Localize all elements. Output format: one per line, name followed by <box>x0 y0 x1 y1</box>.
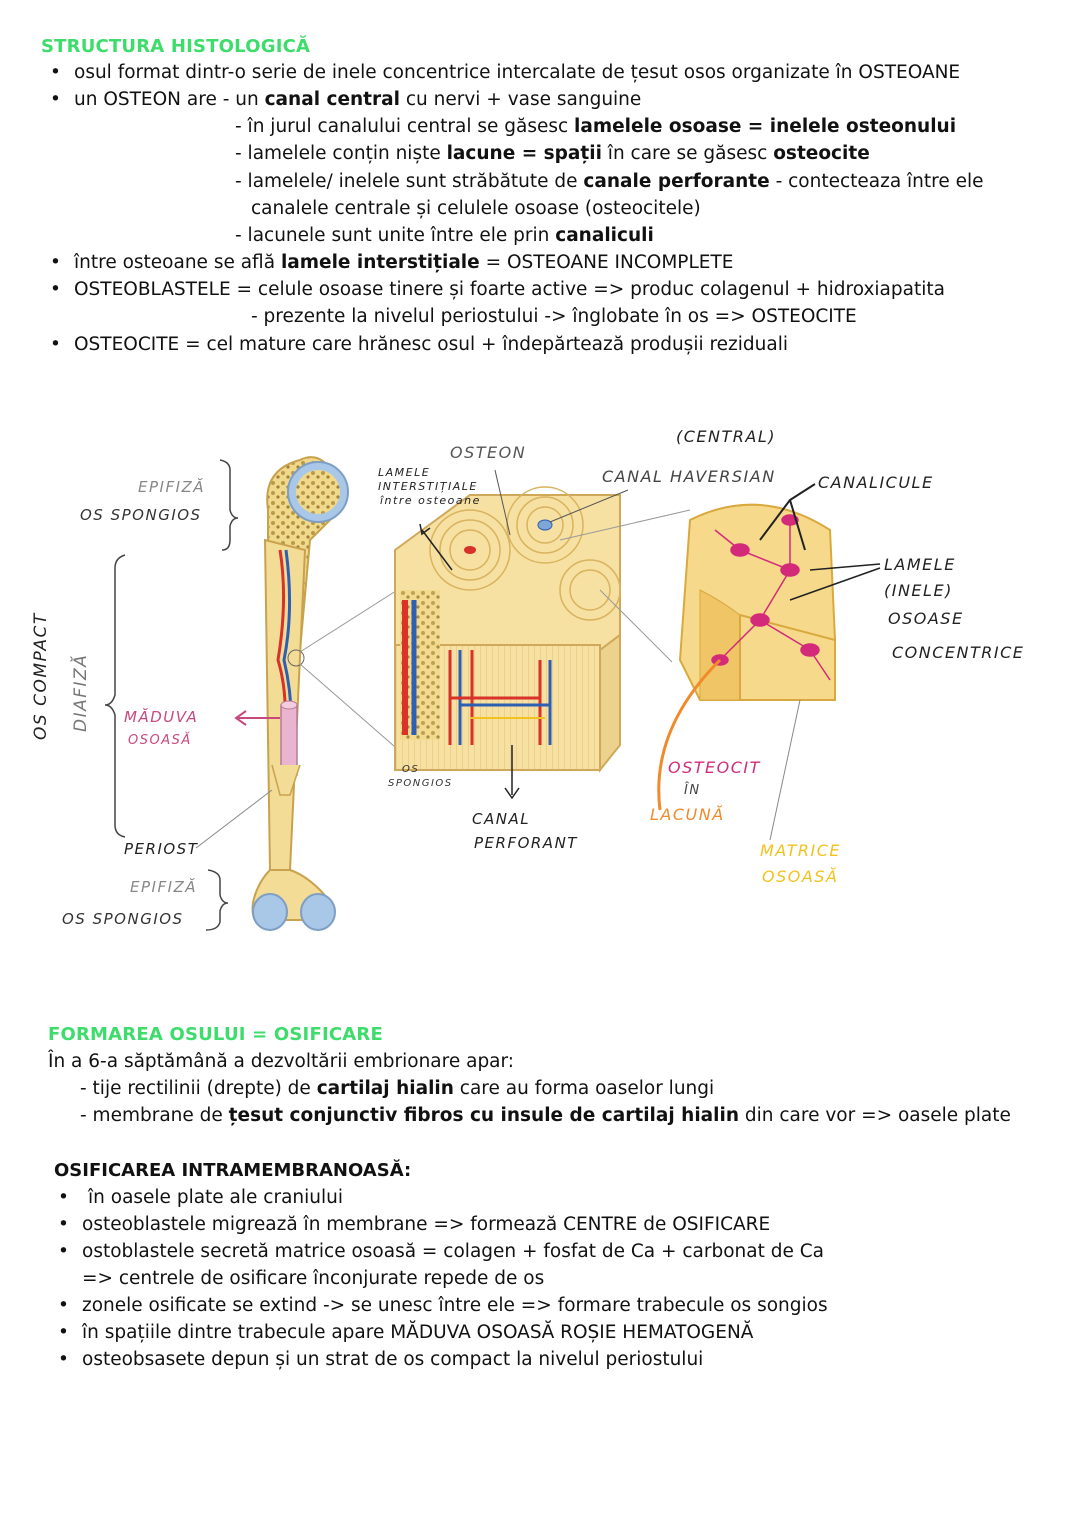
text-line: în spațiile dintre trabecule apare MĂDUV… <box>82 1322 754 1343</box>
condyle-left <box>252 893 288 931</box>
text-line: ostoblastele secretă matrice osoasă = co… <box>82 1241 824 1262</box>
label-canal-haversian: CANAL HAVERSIAN <box>602 467 776 486</box>
label-os-spongios-top: OS SPONGIOS <box>80 506 202 524</box>
label-osoasa: OSOASĂ <box>128 732 192 748</box>
bone-structure-diagram: EPIFIZĂ OS SPONGIOS OS COMPACT DIAFIZĂ M… <box>31 427 1024 931</box>
femur-illustration <box>251 456 349 931</box>
label-osteocit: OSTEOCIT <box>668 758 761 777</box>
label-diafiza: DIAFIZĂ <box>69 654 91 732</box>
arrow-maduva <box>234 710 280 726</box>
label-os-spongios-bottom: OS SPONGIOS <box>62 910 184 928</box>
text-line: OSTEOBLASTELE = celule osoase tinere și … <box>74 279 945 300</box>
text-line: un OSTEON are - un canal central cu nerv… <box>74 89 642 110</box>
text-line: - lamelele conțin niște lacune = spații … <box>235 143 870 164</box>
text-line: - prezente la nivelul periostului -> îng… <box>251 306 857 327</box>
bullet: • <box>50 89 61 110</box>
bullet: • <box>50 279 61 300</box>
bracket-epifiza-bottom <box>205 869 229 931</box>
text-line: osteoblastele migrează în membrane => fo… <box>82 1214 771 1235</box>
osteocyte-block <box>678 503 837 701</box>
bullet: • <box>58 1349 69 1370</box>
bullet: • <box>50 334 61 355</box>
label-central: (CENTRAL) <box>676 427 776 446</box>
label-canal: CANAL <box>472 810 530 828</box>
bullet: • <box>58 1214 69 1235</box>
bullet: • <box>50 252 61 273</box>
label-matrice-osoasa: OSOASĂ <box>762 867 838 886</box>
label-osteon: OSTEON <box>450 443 526 462</box>
text-line: canalele centrale și celulele osoase (os… <box>251 198 701 219</box>
label-interstitiale: INTERSTIȚIALE <box>378 480 478 493</box>
text-line: între osteoane se află lamele interstiți… <box>74 252 734 273</box>
text-line: - membrane de țesut conjunctiv fibros cu… <box>80 1105 1011 1126</box>
label-epifiza-bottom: EPIFIZĂ <box>130 877 197 896</box>
label-os-spongios-small-2: SPONGIOS <box>388 778 453 789</box>
section-title-histology: STRUCTURA HISTOLOGICĂ <box>41 36 311 57</box>
label-lamele: LAMELE <box>378 466 430 479</box>
label-perforant: PERFORANT <box>474 834 578 852</box>
bracket-diafiza <box>104 554 126 838</box>
text-line: În a 6-a săptămână a dezvoltării embrion… <box>48 1051 515 1072</box>
label-in: ÎN <box>684 782 701 798</box>
text-line: în oasele plate ale craniului <box>88 1187 344 1208</box>
label-matrice: MATRICE <box>760 841 841 860</box>
label-os-spongios-small-1: OS <box>402 764 419 775</box>
bullet: • <box>58 1241 69 1262</box>
label-periost: PERIOST <box>124 840 199 858</box>
label-lamele-r1: LAMELE <box>884 555 956 574</box>
osteon-rings <box>429 486 621 621</box>
label-maduva: MĂDUVA <box>124 707 198 726</box>
text-line: - lamelele/ inelele sunt străbătute de c… <box>235 171 984 192</box>
bullet: • <box>58 1295 69 1316</box>
label-lamele-r3: OSOASE <box>888 609 964 628</box>
text-line: - tije rectilinii (drepte) de cartilaj h… <box>80 1078 715 1099</box>
pointer-lacuna <box>657 658 722 811</box>
osteocytes <box>711 514 831 681</box>
label-lamele-r4: CONCENTRICE <box>892 643 1024 662</box>
bullet: • <box>58 1187 69 1208</box>
text-line: => centrele de osificare înconjurate rep… <box>82 1268 545 1289</box>
bullet: • <box>58 1322 69 1343</box>
section-title-intramembranous: OSIFICAREA INTRAMEMBRANOASĂ: <box>54 1160 412 1181</box>
marrow-cavity <box>280 704 298 776</box>
section-title-ossification: FORMAREA OSULUI = OSIFICARE <box>48 1024 383 1045</box>
text-line: zonele osificate se extind -> se unesc î… <box>82 1295 828 1316</box>
label-os-compact: OS COMPACT <box>31 612 51 740</box>
text-line: - în jurul canalului central se găsesc l… <box>235 116 957 137</box>
text-line: osteobsasete depun și un strat de os com… <box>82 1349 704 1370</box>
label-canalicule: CANALICULE <box>818 473 934 492</box>
label-epifiza-top: EPIFIZĂ <box>138 477 205 496</box>
label-intre-osteoane: între osteoane <box>380 494 481 507</box>
bracket-epifiza-top <box>219 459 239 551</box>
bullet: • <box>50 62 61 83</box>
text-line: OSTEOCITE = cel mature care hrănesc osul… <box>74 334 788 355</box>
label-lamele-r2: (INELE) <box>884 581 953 600</box>
condyle-right <box>300 893 336 931</box>
text-line: osul format dintr-o serie de inele conce… <box>74 62 961 83</box>
label-lacuna: LACUNĂ <box>650 805 725 824</box>
compact-bone-block <box>394 486 621 773</box>
text-line: - lacunele sunt unite între ele prin can… <box>235 225 654 246</box>
